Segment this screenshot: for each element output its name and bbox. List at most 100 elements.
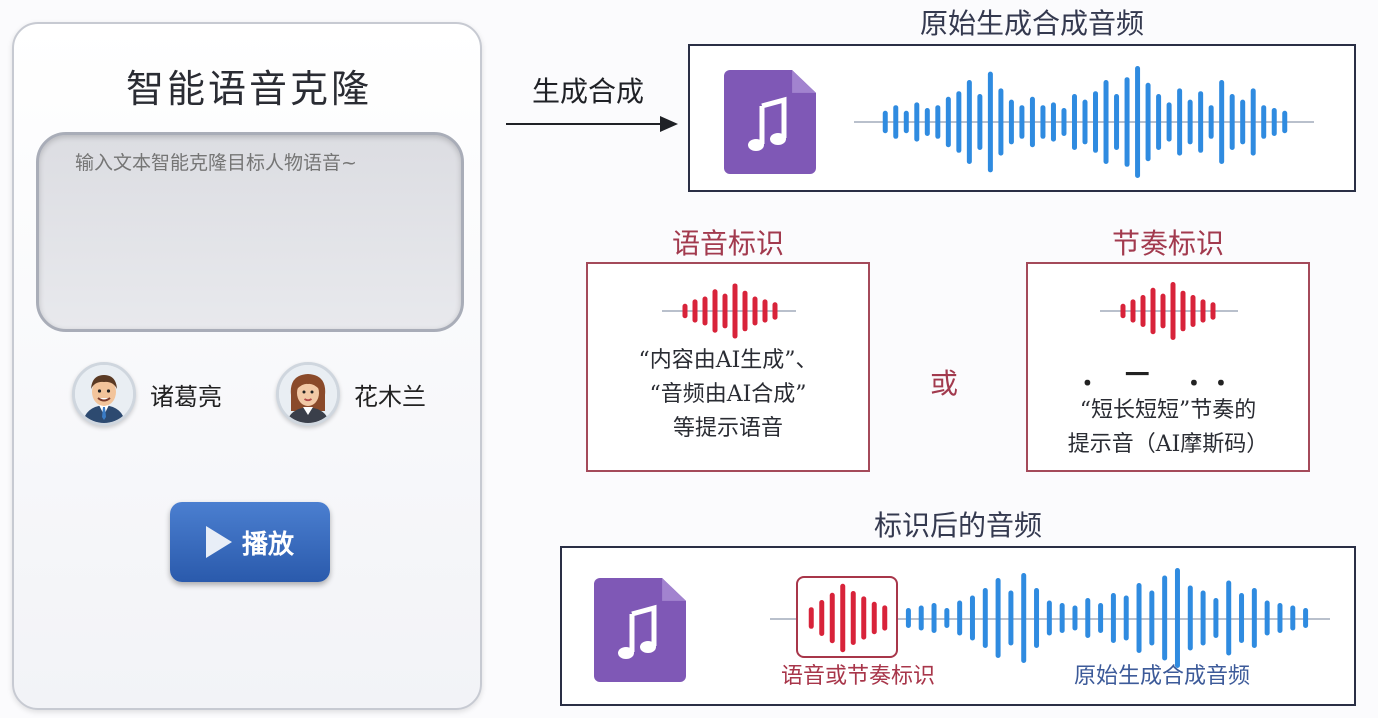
wave-bar: [1264, 600, 1270, 636]
voice-clone-panel: 智能语音克隆 诸葛亮: [12, 22, 482, 710]
mark-label: 语音或节奏标识: [780, 664, 935, 689]
arrow-label: 生成合成: [532, 75, 645, 108]
caption-line: “短长短短”节奏的: [1079, 398, 1257, 423]
original-audio-title: 原始生成合成音频: [919, 7, 1144, 40]
wave-bar: [1034, 588, 1040, 648]
caption-line: 提示音（AI摩斯码）: [1067, 432, 1269, 457]
wave-bar: [1008, 590, 1014, 646]
wave-bar: [1177, 88, 1183, 156]
wave-bar: [829, 592, 835, 644]
wave-bar: [1124, 77, 1130, 167]
wave-bar: [752, 296, 758, 326]
arrow-line: [506, 123, 662, 125]
wave-bar: [850, 591, 856, 645]
wave-bar: [945, 96, 951, 148]
play-button[interactable]: 播放: [170, 502, 330, 582]
wave-bar: [1187, 99, 1193, 145]
wave-bar: [905, 608, 911, 628]
morse-code: ．－ ．．: [1080, 358, 1256, 393]
wave-bar: [1071, 94, 1077, 150]
wave-bar: [682, 303, 688, 319]
wave-bar: [1198, 91, 1204, 153]
wave-bar: [1093, 91, 1099, 153]
wave-bar: [1208, 105, 1214, 139]
wave-bar: [1098, 603, 1104, 633]
female-avatar-icon[interactable]: [276, 362, 340, 426]
wave-bar: [944, 608, 950, 628]
rhythm-mark-title: 节奏标识: [1111, 227, 1224, 260]
marked-original-waveform: [902, 568, 1312, 668]
original-audio-box: [688, 44, 1356, 192]
wave-bar: [1145, 82, 1151, 162]
voice-option-hua-mulan[interactable]: 花木兰: [276, 362, 426, 426]
wave-bar: [1166, 102, 1172, 142]
wave-bar: [1187, 585, 1193, 651]
wave-bar: [882, 110, 888, 134]
wave-bar: [998, 88, 1004, 156]
wave-bar: [1085, 598, 1091, 638]
wave-bar: [1156, 94, 1162, 150]
wave-bar: [1240, 99, 1246, 145]
wave-bar: [1130, 299, 1136, 323]
original-waveform: [880, 66, 1290, 178]
rhythm-mark-caption: “短长短短”节奏的 提示音（AI摩斯码）: [1028, 394, 1308, 462]
wave-bar: [1162, 575, 1168, 661]
wave-bar: [1008, 99, 1014, 145]
wave-bar: [1290, 605, 1296, 631]
wave-bar: [1019, 105, 1025, 139]
wave-bar: [1250, 88, 1256, 156]
wave-bar: [702, 296, 708, 326]
arrow-head-icon: [660, 116, 678, 132]
male-avatar-icon[interactable]: [72, 362, 136, 426]
play-icon: [205, 526, 232, 558]
voice-name[interactable]: 诸葛亮: [150, 382, 222, 411]
wave-bar: [840, 583, 846, 653]
text-input[interactable]: [36, 132, 464, 332]
wave-bar: [931, 603, 937, 633]
wave-bar: [1251, 588, 1257, 648]
wave-bar: [1140, 295, 1146, 327]
voice-option-zhuge-liang[interactable]: 诸葛亮: [72, 362, 222, 426]
caption-line: “音频由AI合成”: [649, 382, 807, 407]
wave-bar: [1190, 295, 1196, 327]
wave-bar: [819, 600, 825, 636]
caption-line: 等提示语音: [672, 416, 783, 441]
audio-file-icon: [594, 578, 686, 682]
wave-bar: [969, 595, 975, 641]
original-label: 原始生成合成音频: [1073, 664, 1250, 689]
voice-mark-caption: “内容由AI生成”、 “音频由AI合成” 等提示语音: [588, 344, 868, 446]
rhythm-mark-waveform: [1118, 282, 1218, 340]
wave-bar: [977, 94, 983, 150]
wave-bar: [957, 600, 963, 636]
wave-bar: [918, 605, 924, 631]
mark-waveform: [806, 582, 890, 654]
wave-bar: [1160, 293, 1166, 329]
wave-bar: [861, 596, 867, 640]
wave-bar: [1021, 573, 1027, 663]
wave-bar: [692, 299, 698, 323]
wave-bar: [903, 110, 909, 134]
wave-bar: [1213, 598, 1219, 638]
voice-name[interactable]: 花木兰: [354, 382, 426, 411]
wave-bar: [1200, 299, 1206, 323]
wave-bar: [762, 299, 768, 323]
wave-bar: [1082, 99, 1088, 145]
panel-title: 智能语音克隆: [125, 67, 372, 111]
wave-bar: [1261, 105, 1267, 139]
play-button-label: 播放: [241, 529, 294, 560]
voice-mark-title: 语音标识: [671, 227, 784, 260]
wave-bar: [956, 91, 962, 153]
wave-bar: [1170, 282, 1176, 340]
wave-bar: [995, 578, 1001, 658]
wave-bar: [772, 302, 778, 320]
wave-bar: [1061, 108, 1067, 136]
wave-bar: [966, 80, 972, 164]
wave-bar: [935, 105, 941, 139]
audio-file-icon: [724, 70, 816, 174]
wave-bar: [1282, 110, 1288, 134]
wave-bar: [1050, 102, 1056, 142]
wave-bar: [1059, 603, 1065, 633]
wave-bar: [1229, 94, 1235, 150]
rhythm-mark-box: ．－ ．． “短长短短”节奏的 提示音（AI摩斯码）: [1026, 262, 1310, 472]
wave-bar: [893, 105, 899, 139]
